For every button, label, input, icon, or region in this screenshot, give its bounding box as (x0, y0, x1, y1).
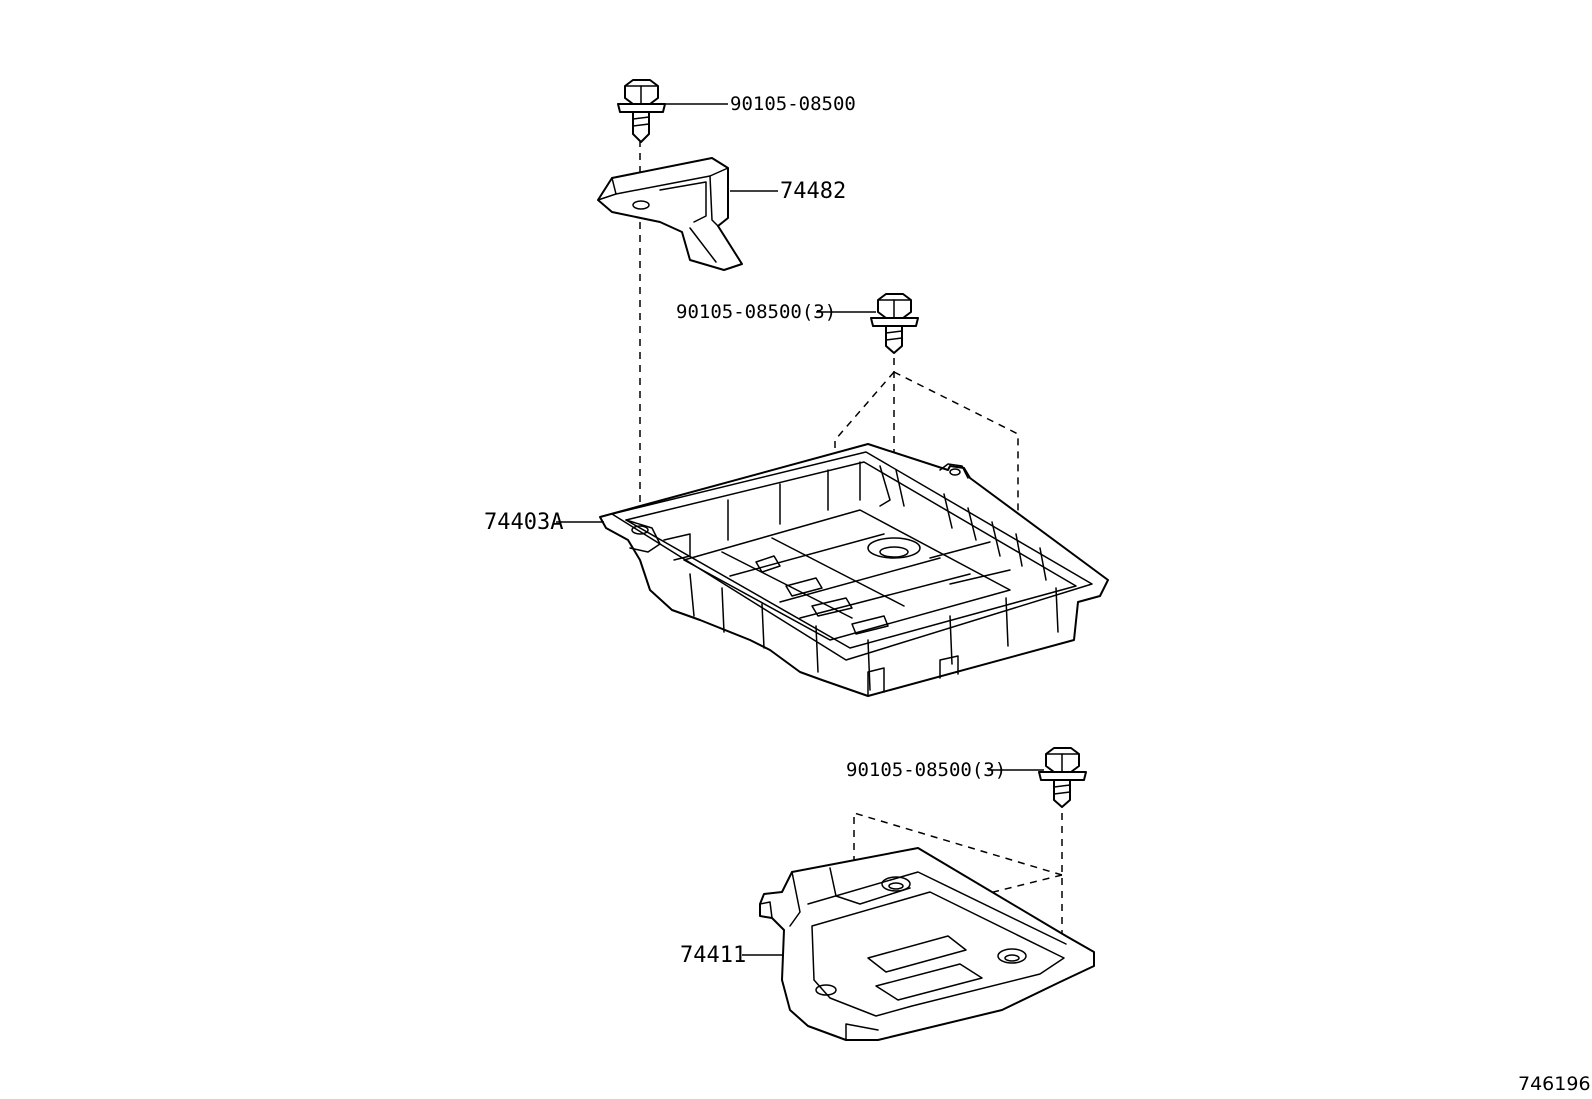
label-top-bolt: 90105-08500 (730, 93, 856, 115)
figure-id: 746196 (1518, 1073, 1591, 1095)
tray-bolt (870, 293, 919, 354)
leader-lines (556, 103, 1044, 956)
battery-tray (599, 443, 1109, 697)
label-tray-bolts: 90105-08500(3) (676, 301, 836, 323)
label-lower-bolts: 90105-08500(3) (846, 759, 1006, 781)
top-bolt (617, 79, 666, 143)
label-lower-plate: 74411 (680, 943, 746, 968)
lower-bolt (1038, 747, 1087, 808)
battery-clamp (597, 157, 743, 271)
label-tray: 74403A (484, 510, 563, 535)
label-clamp: 74482 (780, 179, 846, 204)
lower-plate (759, 847, 1095, 1041)
